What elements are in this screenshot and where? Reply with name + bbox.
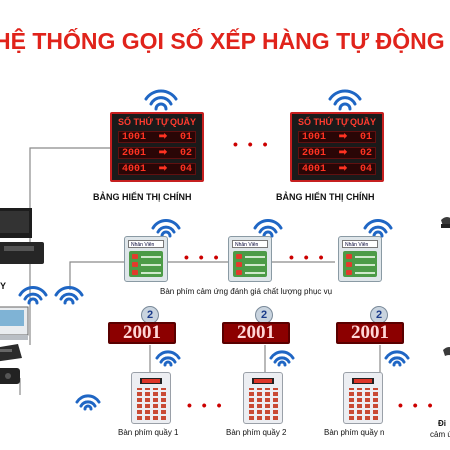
arrow-right-icon: ➡ [158, 164, 168, 175]
board-header-number: SỐ THỨ TỰ [298, 117, 349, 127]
board-row: 4001 ➡ 04 [118, 163, 196, 175]
ellipsis: • • • [233, 136, 271, 152]
wifi-icon [54, 285, 84, 305]
wifi-icon [269, 350, 295, 367]
counter-number: 02 [359, 147, 372, 159]
counter-number: 01 [359, 131, 372, 143]
wifi-icon [155, 350, 181, 367]
counter-number: 02 [179, 147, 192, 159]
eval-pad-label: Bàn phím cảm ứng đánh giá chất lượng phụ… [160, 287, 333, 296]
board-header-counter: QUẦY [169, 117, 196, 127]
ellipsis: • • • [289, 249, 327, 265]
queue-number: 4001 [122, 163, 147, 175]
wifi-icon [328, 89, 362, 111]
counter-keypad [131, 372, 171, 424]
ticket-dispenser-icon [0, 306, 29, 340]
evaluation-pad: Nhân Viên [124, 236, 168, 282]
wifi-icon [18, 285, 48, 305]
ellipsis: • • • [184, 249, 222, 265]
keypad-display [140, 378, 162, 384]
main-board-label: BẢNG HIỂN THỊ CHÍNH [93, 192, 192, 202]
printer-icon [0, 242, 44, 264]
board-row: 1001 ➡ 01 [118, 131, 196, 143]
wifi-icon [151, 218, 181, 238]
wifi-icon [75, 394, 101, 411]
arrow-right-icon: ➡ [338, 164, 348, 175]
queue-number: 2001 [122, 147, 147, 159]
handset-icon [441, 217, 450, 228]
counter-keypad [243, 372, 283, 424]
counter-display: 2001 [108, 322, 176, 344]
keypad-display [352, 378, 374, 384]
queue-number: 1001 [122, 131, 147, 143]
keypad-display [252, 378, 274, 384]
eval-pad-screen [129, 251, 163, 277]
main-display-board: SỐ THỨ TỰ QUẦY 1001 ➡ 01 2001 ➡ 02 4001 ➡ 04 [290, 112, 384, 182]
monitor-icon [0, 208, 32, 238]
keypad-buttons [349, 388, 379, 420]
eval-pad-header: Nhân Viên [232, 240, 268, 248]
board-row: 2001 ➡ 02 [298, 147, 376, 159]
board-header: SỐ THỨ TỰ QUẦY [118, 117, 196, 129]
counter-display: 2001 [336, 322, 404, 344]
keypad-label: Bàn phím quầy n [324, 428, 385, 437]
board-row: 2001 ➡ 02 [118, 147, 196, 159]
wifi-icon [253, 218, 283, 238]
right-device-label: Đi [438, 419, 446, 428]
ellipsis: • • • [398, 397, 436, 413]
arrow-right-icon: ➡ [158, 132, 168, 143]
keypad-label: Bàn phím quầy 2 [226, 428, 287, 437]
eval-pad-header: Nhân Viên [342, 240, 378, 248]
counter-badge: 2 [370, 306, 388, 324]
right-device-label: cảm ứ [430, 430, 450, 439]
page-title: HỆ THỐNG GỌI SỐ XẾP HÀNG TỰ ĐỘNG [0, 28, 450, 64]
keypad-label: Bàn phím quầy 1 [118, 428, 179, 437]
evaluation-pad: Nhân Viên [338, 236, 382, 282]
evaluation-pad: Nhân Viên [228, 236, 272, 282]
main-board-label: BẢNG HIỂN THỊ CHÍNH [276, 192, 375, 202]
arrow-right-icon: ➡ [338, 132, 348, 143]
main-display-board: SỐ THỨ TỰ QUẦY 1001 ➡ 01 2001 ➡ 02 4001 ➡ 04 [110, 112, 204, 182]
counter-keypad [343, 372, 383, 424]
arrow-right-icon: ➡ [158, 148, 168, 159]
board-row: 1001 ➡ 01 [298, 131, 376, 143]
eval-pad-screen [343, 251, 377, 277]
wifi-icon [144, 89, 178, 111]
receipt-printer-icon [0, 368, 20, 384]
ellipsis: • • • [187, 397, 225, 413]
eval-pad-screen [233, 251, 267, 277]
board-header-number: SỐ THỨ TỰ [118, 117, 169, 127]
board-row: 4001 ➡ 04 [298, 163, 376, 175]
wifi-icon [363, 218, 393, 238]
handset-icon [443, 347, 450, 356]
arrow-right-icon: ➡ [338, 148, 348, 159]
queue-number: 4001 [302, 163, 327, 175]
board-header-counter: QUẦY [349, 117, 376, 127]
counter-number: 04 [179, 163, 192, 175]
counter-display: 2001 [222, 322, 290, 344]
page-title-text: HỆ THỐNG GỌI SỐ XẾP HÀNG TỰ ĐỘNG [0, 28, 445, 54]
keypad-buttons [249, 388, 279, 420]
keypad-buttons [137, 388, 167, 420]
eval-pad-header: Nhân Viên [128, 240, 164, 248]
queue-number: 2001 [302, 147, 327, 159]
keyboard-icon [0, 344, 22, 362]
wifi-icon [384, 350, 410, 367]
left-device-label: Y [0, 281, 7, 291]
counter-number: 04 [359, 163, 372, 175]
board-header: SỐ THỨ TỰ QUẦY [298, 117, 376, 129]
counter-number: 01 [179, 131, 192, 143]
queue-number: 1001 [302, 131, 327, 143]
